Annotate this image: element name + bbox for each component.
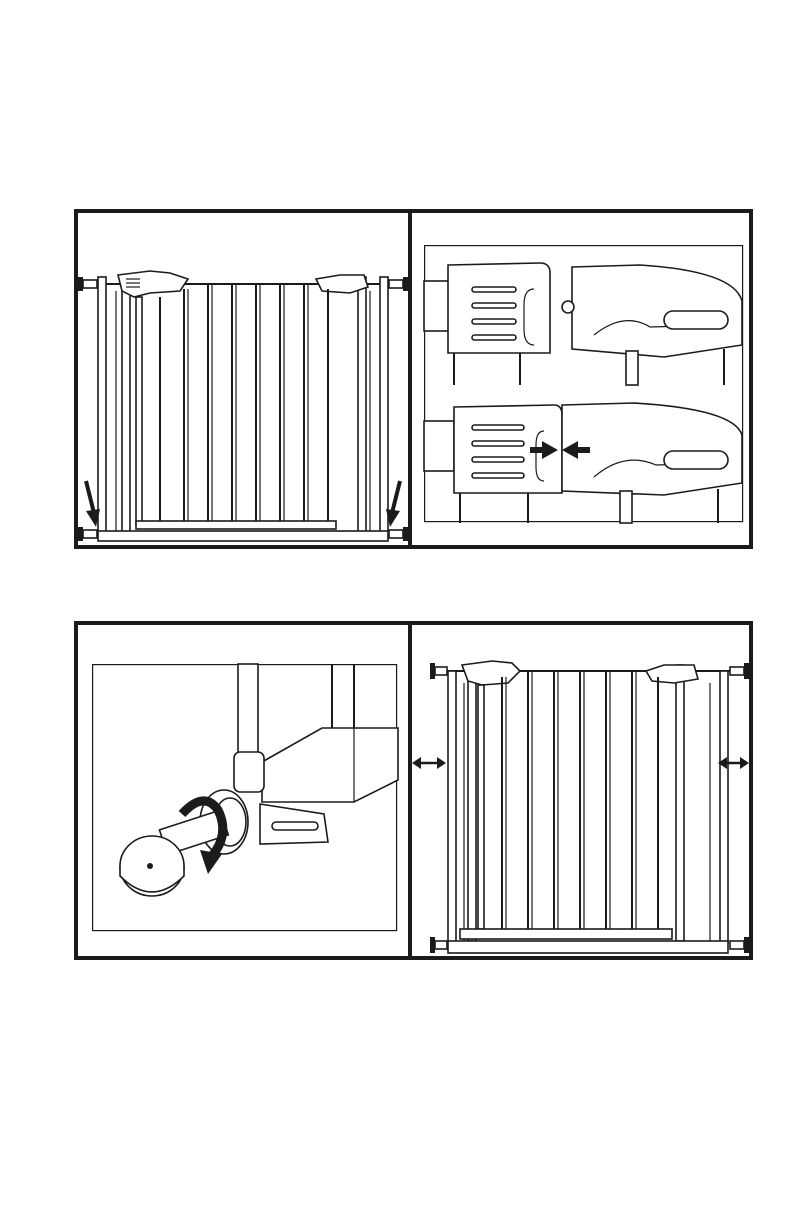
top-left-latch	[118, 271, 188, 297]
gate-front-illustration-1	[78, 213, 408, 545]
spindle-closeup-illustration	[92, 664, 398, 932]
double-headed-arrow-icon	[412, 757, 446, 769]
figure-1-divider	[408, 211, 412, 547]
top-right-latch	[316, 275, 368, 293]
gate-front-illustration-2	[412, 625, 750, 956]
latch-closeup-illustration	[424, 245, 744, 523]
